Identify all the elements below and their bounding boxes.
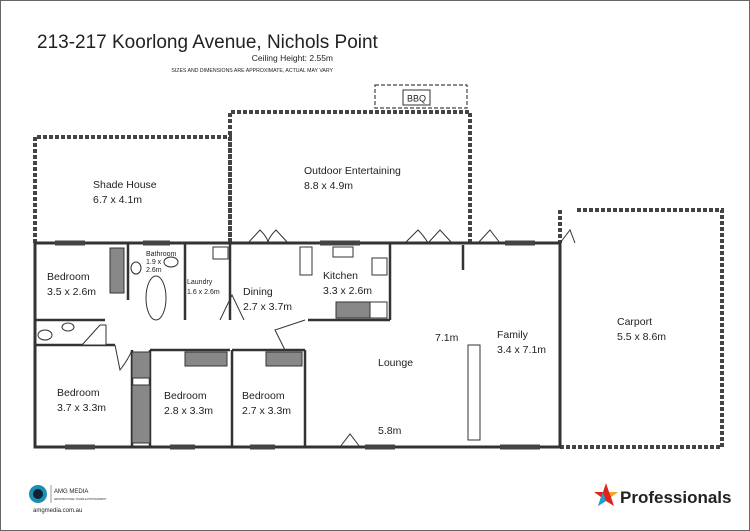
wardrobe (131, 384, 151, 444)
svg-text:ARCHITECTURAL TOURS & PHOTOGRA: ARCHITECTURAL TOURS & PHOTOGRAPHY (54, 498, 107, 501)
room-name: Laundry (187, 279, 213, 286)
kitchen-bench (335, 301, 371, 319)
doors (114, 228, 576, 448)
room-name: Bathroom (146, 251, 177, 258)
room-size: 3.7 x 3.3m (57, 402, 106, 414)
wardrobe (184, 351, 228, 367)
room-size: 6.7 x 4.1m (93, 194, 142, 206)
bbq-unit (402, 89, 431, 106)
outdoor-entertaining-area (228, 110, 472, 243)
room-size: 5.5 x 8.6m (617, 331, 666, 343)
amg-url: amgmedia.com.au (33, 508, 82, 514)
dimension-label: 5.8m (378, 425, 402, 437)
room-size: 8.8 x 4.9m (304, 180, 353, 192)
room-name: Bedroom (242, 390, 285, 402)
room-size: 1.6 x 2.6m (187, 289, 220, 296)
room-name: Outdoor Entertaining (304, 165, 401, 177)
shade-house-area (33, 135, 232, 243)
room-name: Lounge (378, 357, 413, 369)
professionals-logo: Professionals (594, 483, 732, 507)
bath-icon (145, 275, 167, 321)
fridge-space (369, 301, 388, 319)
room-size: 3.5 x 2.6m (47, 286, 96, 298)
stove-icon (371, 257, 388, 276)
room-name: Bedroom (57, 387, 100, 399)
room-size: 2.7 x 3.3m (242, 405, 291, 417)
room-size: 3.3 x 2.6m (323, 285, 372, 297)
wardrobe (109, 247, 125, 294)
basin-icon (130, 261, 142, 275)
room-name: Carport (617, 316, 652, 328)
linen-cupboard (131, 351, 151, 379)
room-size: 3.4 x 7.1m (497, 344, 546, 356)
toilet-icon (37, 329, 53, 341)
svg-text:Professionals: Professionals (620, 488, 732, 507)
room-name: Shade House (93, 179, 157, 191)
amg-media-logo: AMG MEDIA ARCHITECTURAL TOURS & PHOTOGRA… (29, 485, 107, 514)
bbq-label: BBQ (407, 94, 426, 104)
room-name: Kitchen (323, 270, 358, 282)
room-size: 2.8 x 3.3m (164, 405, 213, 417)
dimension-label: 7.1m (435, 332, 459, 344)
sink-icon (332, 246, 354, 258)
basin-icon (61, 322, 75, 332)
laundry-tub-icon (212, 246, 229, 260)
toilet-icon (163, 256, 179, 268)
room-size: 2.7 x 3.7m (243, 301, 292, 313)
windows (55, 240, 540, 450)
disclaimer: SIZES AND DIMENSIONS ARE APPROXIMATE, AC… (171, 68, 333, 74)
room-size: 2.6m (146, 267, 162, 274)
family-window-bench (467, 344, 481, 441)
room-name: Bedroom (164, 390, 207, 402)
wardrobe (265, 351, 303, 367)
room-name: Family (497, 329, 529, 341)
svg-text:AMG MEDIA: AMG MEDIA (54, 489, 88, 495)
kitchen-cupboard (299, 246, 313, 276)
carport-area (560, 208, 724, 449)
plan-title: 213-217 Koorlong Avenue, Nichols Point (37, 32, 379, 53)
ceiling-height: Ceiling Height: 2.55m (252, 53, 333, 63)
bbq-area (374, 84, 468, 109)
shower-icon (80, 324, 107, 346)
room-name: Bedroom (47, 271, 90, 283)
room-name: Dining (243, 286, 273, 298)
room-size: 1.9 x (146, 259, 162, 266)
